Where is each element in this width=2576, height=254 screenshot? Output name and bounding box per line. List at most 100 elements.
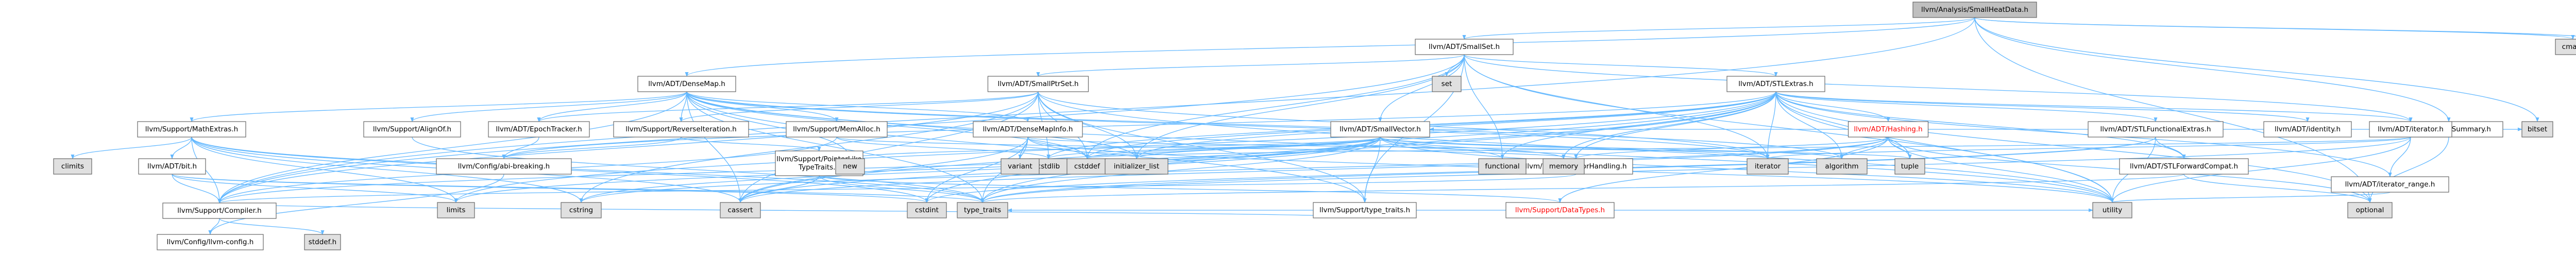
node-box [907,202,947,218]
dependency-edge [1018,137,1028,159]
node-box [720,202,761,218]
graph-node-configabi[interactable]: llvm/Config/abi-breaking.h [436,158,572,175]
graph-node-densemap[interactable]: llvm/ADT/DenseMap.h [637,76,736,92]
dependency-edge [980,137,1381,203]
graph-node-memalloc[interactable]: llvm/Support/MemAlloc.h [786,121,888,138]
graph-node-limits[interactable]: limits [437,202,475,218]
graph-node-stlextras[interactable]: llvm/ADT/STLExtras.h [1726,76,1825,92]
graph-node-stddef[interactable]: stddef.h [304,234,341,250]
graph-node-alignof[interactable]: llvm/Support/AlignOf.h [363,121,461,138]
node-label: llvm/Config/abi-breaking.h [458,162,550,171]
dependency-edge [2368,137,2449,203]
graph-node-identity[interactable]: llvm/ADT/identity.h [2263,121,2352,138]
graph-node-climits[interactable]: climits [53,158,92,175]
dependency-edge [1766,91,1776,159]
dependency-edge [1134,91,1776,159]
node-box [2331,176,2449,193]
dependency-edge [1974,17,2576,37]
graph-node-iteratorrange[interactable]: llvm/ADT/iterator_range.h [2331,176,2449,193]
graph-node-cstddef[interactable]: cstddef [1066,158,1108,175]
graph-node-functional[interactable]: functional [1478,158,1527,175]
graph-node-tuple[interactable]: tuple [1894,158,1925,175]
graph-node-epochtracker[interactable]: llvm/ADT/EpochTracker.h [488,121,590,138]
graph-node-cstdint[interactable]: cstdint [907,202,947,218]
node-box [1747,158,1789,175]
node-label: cassert [728,206,753,214]
graph-node-cstring[interactable]: cstring [561,202,602,218]
node-box [957,202,1008,218]
graph-node-memory[interactable]: memory [1543,158,1585,175]
node-box [2521,121,2553,138]
dependency-edge [1775,91,2413,122]
dependency-edge [2155,137,2186,159]
graph-node-reverseiteration[interactable]: llvm/Support/ReverseIteration.h [613,121,749,138]
graph-node-iteratorh[interactable]: llvm/ADT/iterator.h [2369,121,2452,138]
graph-node-smallset[interactable]: llvm/ADT/SmallSet.h [1415,39,1514,55]
dependency-edge [1464,54,1504,159]
graph-node-new[interactable]: new [835,158,865,175]
dependency-edge [1775,91,2310,122]
graph-node-typetraitsllvm[interactable]: llvm/Support/type_traits.h [1313,202,1417,218]
dependency-edge [1046,137,1381,159]
dependency-edge [217,17,1975,204]
dependency-edge [819,175,1562,203]
graph-node-variant[interactable]: variant [1001,158,1040,175]
graph-node-utility[interactable]: utility [2092,202,2132,218]
node-box [2119,158,2249,175]
node-label: variant [1008,162,1032,171]
graph-node-stlforwardcompat[interactable]: llvm/ADT/STLForwardCompat.h [2119,158,2249,175]
dependency-edge [2388,137,2411,177]
dependency-edge [1888,137,2114,203]
node-label: llvm/ADT/bit.h [147,162,197,171]
dependency-edge [579,137,1889,203]
graph-node-smallptrset[interactable]: llvm/ADT/SmallPtrSet.h [987,76,1089,92]
node-box [488,121,590,138]
graph-node-llvmconfig[interactable]: llvm/Config/llvm-config.h [157,234,264,250]
graph-node-stlfunctional[interactable]: llvm/ADT/STLFunctionalExtras.h [2088,121,2224,138]
dependency-edge [1766,137,2411,159]
graph-node-smallvector[interactable]: llvm/ADT/SmallVector.h [1330,121,1430,138]
dependency-edge [410,91,687,122]
graph-node-set[interactable]: set [1432,76,1462,92]
graph-node-densemapinfo[interactable]: llvm/ADT/DenseMapInfo.h [973,121,1083,138]
node-box [304,234,341,250]
graph-node-hashing[interactable]: llvm/ADT/Hashing.h [1848,121,1929,138]
graph-node-initlist[interactable]: initializer_list [1105,158,1168,175]
node-box [2263,121,2352,138]
graph-node-datatypes[interactable]: llvm/Support/DataTypes.h [1505,202,1615,218]
dependency-edge [217,91,687,204]
dependency-edge [2110,137,2411,203]
node-box [137,121,246,138]
graph-node-bitset[interactable]: bitset [2521,121,2553,138]
node-box [1415,39,1514,55]
node-box [835,158,865,175]
dependency-edge [219,218,325,235]
dependency-edge [1464,54,2413,122]
node-label: llvm/ADT/STLExtras.h [1738,80,1813,88]
dependency-edge [1464,54,1778,77]
node-label: cmath [2562,43,2576,51]
node-label: llvm/Support/ReverseIteration.h [625,125,736,133]
dependency-edge [981,174,2184,203]
graph-node-root[interactable]: llvm/Analysis/SmallHeatData.h [1912,2,2037,18]
node-box [2555,39,2576,55]
graph-node-cmath[interactable]: cmath [2555,39,2576,55]
graph-node-algorithm[interactable]: algorithm [1816,158,1868,175]
dependency-edge [579,91,1039,203]
graph-node-bitH[interactable]: llvm/ADT/bit.h [138,158,206,175]
dependency-edge [412,137,985,203]
dependency-edge [1086,137,2411,159]
graph-node-cassert[interactable]: cassert [720,202,761,218]
graph-node-optional[interactable]: optional [2347,202,2393,218]
graph-node-mathextras[interactable]: llvm/Support/MathExtras.h [137,121,246,138]
dependency-edge [686,91,1844,159]
graph-node-compiler[interactable]: llvm/Support/Compiler.h [162,202,277,219]
node-box [987,76,1089,92]
graph-node-typetraits[interactable]: type_traits [957,202,1008,218]
node-box [613,121,749,138]
node-label: stddef.h [309,238,336,246]
graph-node-iterator[interactable]: iterator [1747,158,1789,175]
dependency-edge [191,137,985,203]
node-box [1001,158,1040,175]
